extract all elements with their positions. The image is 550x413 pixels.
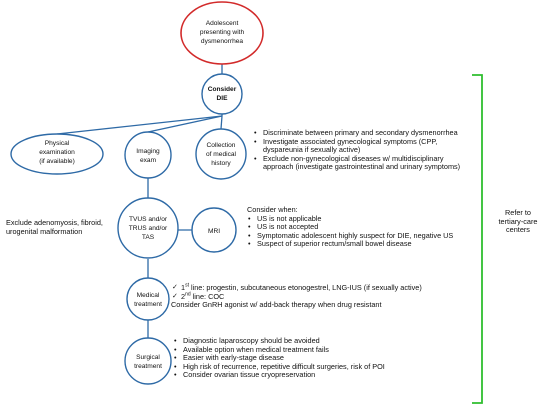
imaging-line-2: exam: [140, 157, 157, 164]
exclude-note: Exclude adenomyosis, fibroid, urogenital…: [6, 218, 118, 236]
collection-line-1: Collection: [207, 142, 236, 149]
refer-line-3: centers: [506, 225, 530, 235]
gnrh-note: Consider GnRH agonist w/ add-back therap…: [171, 300, 382, 310]
mri-notes: Consider when: US is not applicable US i…: [247, 205, 467, 249]
medical-line-2: treatment: [134, 301, 162, 308]
medical-notes: 1st line: progestin, subcutaneous etonog…: [171, 282, 467, 310]
mri-note-item: US is not accepted: [247, 223, 467, 232]
consider-line-2: DIE: [217, 95, 229, 102]
medical-node: [126, 277, 170, 321]
connector-hub-collection: [220, 115, 223, 130]
refer-line-2: tertiary-care: [498, 216, 538, 226]
connector-hub-imaging: [147, 115, 223, 133]
connector-hub-physical: [56, 115, 223, 135]
physical-line-1: Physical: [45, 140, 70, 147]
mri-label: MRI: [208, 228, 220, 235]
start-line-2: presenting with: [200, 29, 245, 36]
history-note-item: Discriminate between primary and seconda…: [253, 128, 467, 138]
medical-first-line: 1st line: progestin, subcutaneous etonog…: [171, 282, 467, 293]
medical-second-line: 2nd line: COC: [171, 291, 467, 302]
collection-line-2: of medical: [206, 151, 237, 158]
refer-note: Refer to tertiary-care centers: [488, 208, 548, 235]
surgical-node: [124, 337, 172, 385]
collection-line-3: history: [211, 160, 231, 167]
second-line-ordinal: nd: [185, 291, 191, 298]
surgical-note-item: Consider ovarian tissue cryopreservation: [173, 371, 467, 380]
surgical-note-item: High risk of recurrence, repetitive diff…: [173, 362, 467, 372]
first-line-ordinal: st: [185, 282, 189, 289]
physical-line-2: examination: [39, 149, 75, 156]
start-line-1: Adolescent: [206, 20, 239, 27]
physical-line-3: (if available): [39, 158, 75, 165]
consider-node: [201, 73, 243, 115]
tvus-line-2: TRUS and/or: [129, 225, 168, 232]
imaging-node: [124, 131, 172, 179]
start-line-3: dysmenorrhea: [201, 38, 243, 45]
first-line-number: 1: [181, 283, 186, 292]
mri-note-item: Suspect of superior rectum/small bowel d…: [247, 240, 467, 249]
start-node-label: Adolescent presenting with dysmenorrhea: [200, 20, 245, 45]
history-notes: Discriminate between primary and seconda…: [253, 128, 467, 172]
collection-node: [195, 128, 247, 180]
surgical-line-2: treatment: [134, 363, 162, 370]
surgical-note-item: Easier with early-stage disease: [173, 354, 467, 363]
mri-note-item: Symptomatic adolescent highly suspect fo…: [247, 231, 467, 241]
second-line-text: line: COC: [190, 291, 225, 301]
start-node: [180, 1, 264, 65]
surgical-notes: Diagnostic laparoscopy should be avoided…: [173, 336, 467, 380]
mri-node: [191, 207, 237, 253]
consider-line-1: Consider: [208, 86, 237, 93]
surgical-note-item: Available option when medical treatment …: [173, 345, 467, 355]
first-line-text: line: progestin, subcutaneous etonogestr…: [188, 283, 422, 292]
imaging-line-1: Imaging: [136, 148, 160, 155]
mri-notes-title: Consider when:: [247, 205, 298, 214]
exclude-text: Exclude adenomyosis, fibroid, urogenital…: [6, 218, 103, 236]
tvus-line-1: TVUS and/or: [129, 216, 168, 223]
mri-note-item: US is not applicable: [247, 214, 467, 224]
second-line-number: 2: [181, 291, 186, 301]
refer-line-1: Refer to: [505, 208, 531, 217]
history-note-item: Investigate associated gynecological sym…: [253, 137, 467, 155]
surgical-note-item: Diagnostic laparoscopy should be avoided: [173, 336, 467, 346]
physical-node: [10, 133, 104, 175]
refer-bracket: [472, 74, 483, 404]
tvus-node: [117, 197, 179, 259]
history-note-item: Exclude non-gynecological diseases w/ mu…: [253, 154, 467, 172]
medical-line-1: Medical: [137, 292, 160, 299]
tvus-line-3: TAS: [142, 234, 155, 241]
surgical-line-1: Surgical: [136, 354, 160, 361]
